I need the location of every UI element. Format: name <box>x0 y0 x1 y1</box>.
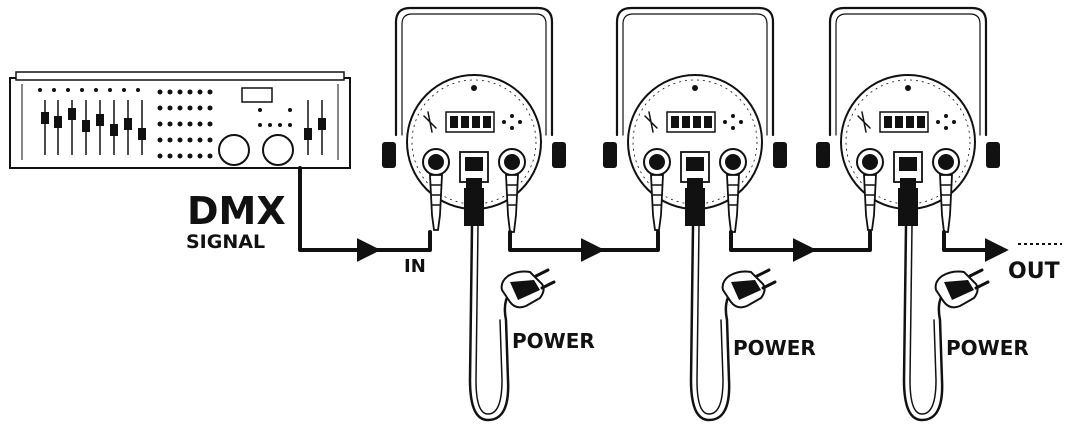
power-cord-3 <box>902 224 990 422</box>
power-cord-2 <box>689 224 777 422</box>
fixture-2 <box>601 6 789 234</box>
in-label: IN <box>404 256 426 277</box>
power-label-1: POWER <box>512 329 595 353</box>
dmx-label: DMX <box>187 189 286 233</box>
fixture-1 <box>380 6 568 234</box>
power-label-2: POWER <box>733 336 816 360</box>
fixture-3 <box>814 6 1002 234</box>
dmx-controller <box>9 71 351 169</box>
signal-label: SIGNAL <box>186 231 265 253</box>
dmx-output-cable <box>942 230 1002 252</box>
dmx-signal-cable <box>298 166 432 252</box>
out-label: OUT <box>1008 259 1060 284</box>
dmx-link-cable-2 <box>729 230 872 252</box>
power-label-3: POWER <box>946 336 1029 360</box>
dmx-link-cable-1 <box>508 230 660 252</box>
power-cord-1 <box>468 224 556 422</box>
